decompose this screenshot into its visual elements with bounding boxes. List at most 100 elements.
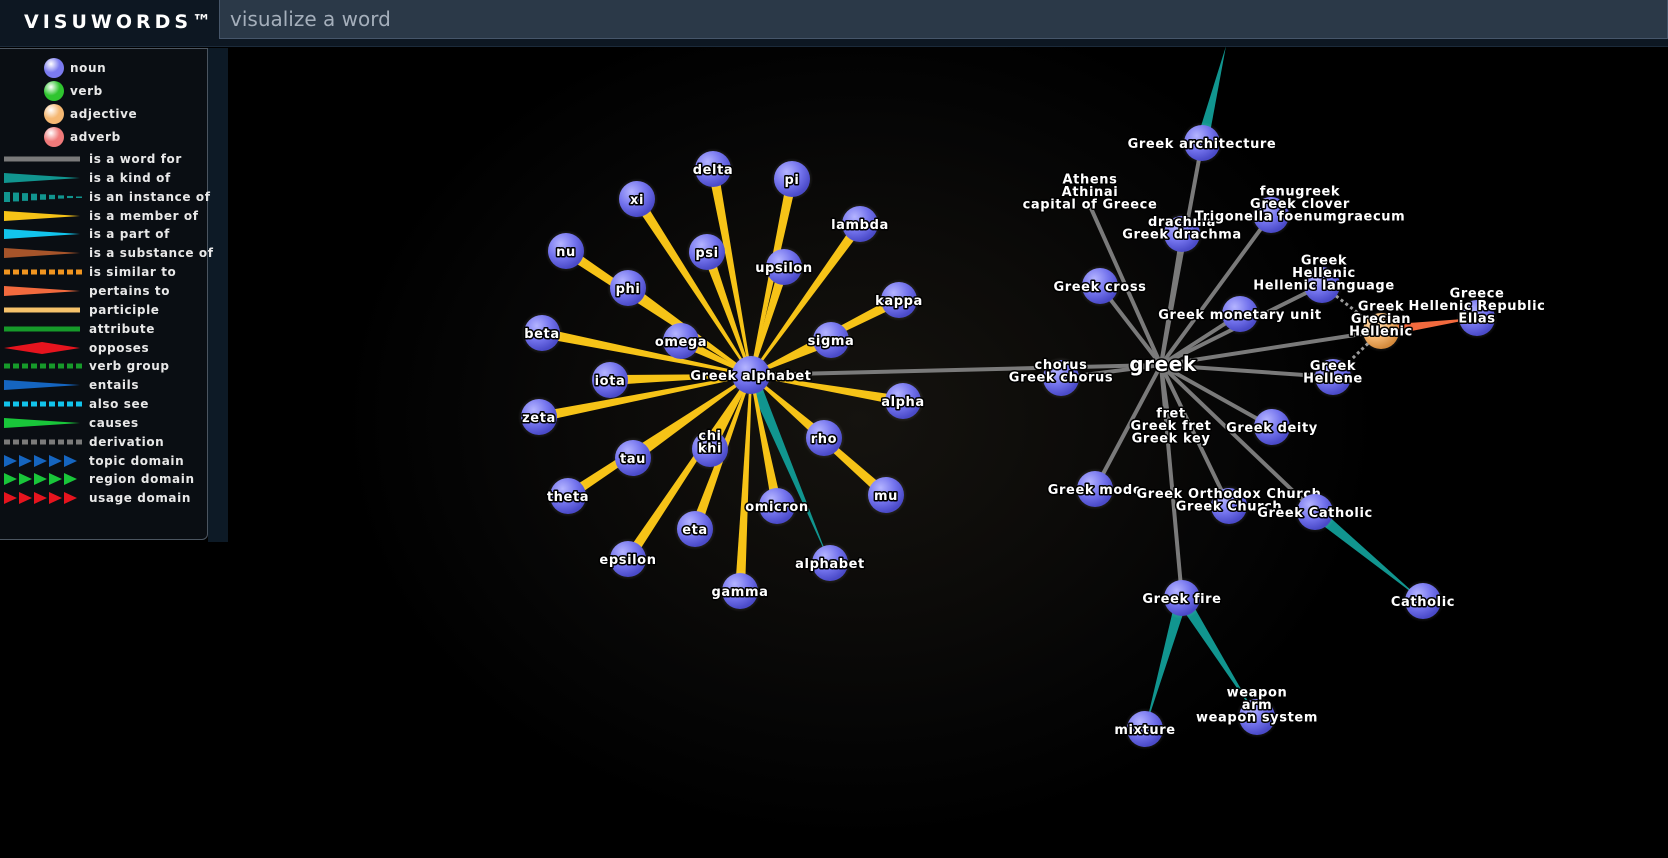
- node-label[interactable]: upsilon: [754, 260, 814, 278]
- noun-sphere-icon[interactable]: [722, 573, 758, 609]
- node-zeta[interactable]: zeta: [518, 396, 560, 438]
- node-gamma[interactable]: gamma: [710, 570, 769, 612]
- noun-sphere-icon[interactable]: [548, 233, 584, 269]
- noun-sphere-icon[interactable]: [812, 545, 848, 581]
- node-label[interactable]: theta: [545, 489, 590, 507]
- noun-sphere-icon[interactable]: [610, 541, 646, 577]
- noun-sphere-icon[interactable]: [1127, 711, 1163, 747]
- node-greek-monetary-unit[interactable]: Greek monetary unit: [1157, 293, 1323, 335]
- noun-sphere-icon[interactable]: [1253, 197, 1289, 233]
- noun-sphere-icon[interactable]: [1164, 580, 1200, 616]
- node-label[interactable]: Athinai: [1060, 184, 1119, 202]
- node-alphabet[interactable]: alphabet: [794, 542, 866, 584]
- node-sigma[interactable]: sigma: [806, 319, 855, 361]
- node-label[interactable]: chi: [697, 427, 723, 445]
- noun-sphere-icon[interactable]: [813, 322, 849, 358]
- node-label[interactable]: Greek key: [1130, 430, 1211, 448]
- node-label[interactable]: Trigonella foenumgraecum: [1193, 208, 1406, 226]
- node-label[interactable]: Ellas: [1457, 310, 1497, 328]
- node-rho[interactable]: rho: [803, 417, 845, 459]
- node-label[interactable]: iota: [593, 373, 626, 391]
- noun-sphere-icon[interactable]: [1043, 360, 1079, 396]
- node-label[interactable]: Hellenic language: [1252, 277, 1396, 295]
- node-mixture[interactable]: mixture: [1113, 708, 1177, 750]
- node-label[interactable]: Greek: [1299, 252, 1348, 270]
- noun-sphere-icon[interactable]: [619, 181, 655, 217]
- node-label[interactable]: kappa: [874, 293, 924, 311]
- noun-sphere-icon[interactable]: [1211, 488, 1247, 524]
- node-label[interactable]: xi: [628, 192, 644, 210]
- node-label[interactable]: Greek clover: [1249, 196, 1351, 214]
- node-label[interactable]: pi: [783, 172, 800, 190]
- node-label[interactable]: alphabet: [794, 556, 866, 574]
- node-label[interactable]: greek: [1128, 351, 1198, 378]
- node-label[interactable]: epsilon: [598, 552, 658, 570]
- noun-sphere-icon[interactable]: [592, 362, 628, 398]
- node-label[interactable]: gamma: [710, 584, 769, 602]
- noun-sphere-icon[interactable]: [610, 270, 646, 306]
- node-label[interactable]: Greek deity: [1225, 420, 1319, 438]
- node-label[interactable]: Greek: [1356, 298, 1405, 316]
- noun-sphere-icon[interactable]: [689, 234, 725, 270]
- node-label[interactable]: lambda: [830, 217, 890, 235]
- noun-sphere-icon[interactable]: [1405, 583, 1441, 619]
- node-lambda[interactable]: lambda: [830, 203, 890, 245]
- node-label[interactable]: Hellene: [1302, 370, 1364, 388]
- noun-sphere-icon[interactable]: [1315, 359, 1351, 395]
- node-label[interactable]: Catholic: [1389, 594, 1456, 612]
- node-label[interactable]: omega: [653, 334, 708, 352]
- node-label[interactable]: Greek Orthodox Church: [1135, 485, 1322, 503]
- node-greek-architecture[interactable]: Greek architecture: [1126, 122, 1277, 164]
- node-xi[interactable]: xi: [616, 178, 658, 220]
- node-label[interactable]: sigma: [806, 333, 855, 351]
- noun-sphere-icon[interactable]: [692, 431, 728, 467]
- node-label[interactable]: alpha: [880, 394, 926, 412]
- node-greek-fire[interactable]: Greek fire: [1141, 577, 1223, 619]
- adjective-sphere-icon[interactable]: [1363, 313, 1399, 349]
- node-label[interactable]: phi: [614, 281, 641, 299]
- node-label[interactable]: rho: [809, 431, 838, 449]
- node-label[interactable]: beta: [523, 326, 561, 344]
- node-label[interactable]: Athens: [1061, 171, 1118, 189]
- node-label[interactable]: Greek cross: [1052, 279, 1147, 297]
- node-label[interactable]: capital of Greece: [1021, 196, 1158, 214]
- node-epsilon[interactable]: epsilon: [598, 538, 658, 580]
- node-label[interactable]: Greek drachma: [1121, 226, 1243, 244]
- node-label[interactable]: Greek chorus: [1007, 369, 1114, 387]
- node-eta[interactable]: eta: [674, 508, 716, 550]
- node-delta[interactable]: delta: [691, 148, 734, 190]
- node-label[interactable]: Greek architecture: [1126, 136, 1277, 154]
- node-label[interactable]: arm: [1240, 697, 1273, 715]
- node-label[interactable]: eta: [681, 522, 709, 540]
- node-greek-cross[interactable]: Greek cross: [1052, 265, 1147, 307]
- noun-sphere-icon[interactable]: [868, 477, 904, 513]
- noun-sphere-icon[interactable]: [521, 399, 557, 435]
- node-beta[interactable]: beta: [521, 312, 563, 354]
- node-psi[interactable]: psi: [686, 231, 728, 273]
- node-label[interactable]: khi: [696, 440, 723, 458]
- noun-sphere-icon[interactable]: [1082, 268, 1118, 304]
- node-label[interactable]: Greek alphabet: [689, 368, 813, 386]
- noun-sphere-icon[interactable]: [663, 323, 699, 359]
- node-label[interactable]: fenugreek: [1258, 183, 1341, 201]
- node-label[interactable]: Hellenic: [1348, 323, 1414, 341]
- node-label[interactable]: Grecian: [1349, 311, 1412, 329]
- noun-sphere-icon[interactable]: [1459, 300, 1495, 336]
- node-label[interactable]: Hellenic: [1291, 265, 1357, 283]
- node-tau[interactable]: tau: [612, 437, 654, 479]
- node-pi[interactable]: pi: [771, 158, 813, 200]
- noun-sphere-icon[interactable]: [615, 440, 651, 476]
- noun-sphere-icon[interactable]: [774, 161, 810, 197]
- noun-sphere-icon[interactable]: [1239, 699, 1275, 735]
- noun-sphere-icon[interactable]: [759, 488, 795, 524]
- node-iota[interactable]: iota: [589, 359, 631, 401]
- noun-sphere-icon[interactable]: [1304, 267, 1340, 303]
